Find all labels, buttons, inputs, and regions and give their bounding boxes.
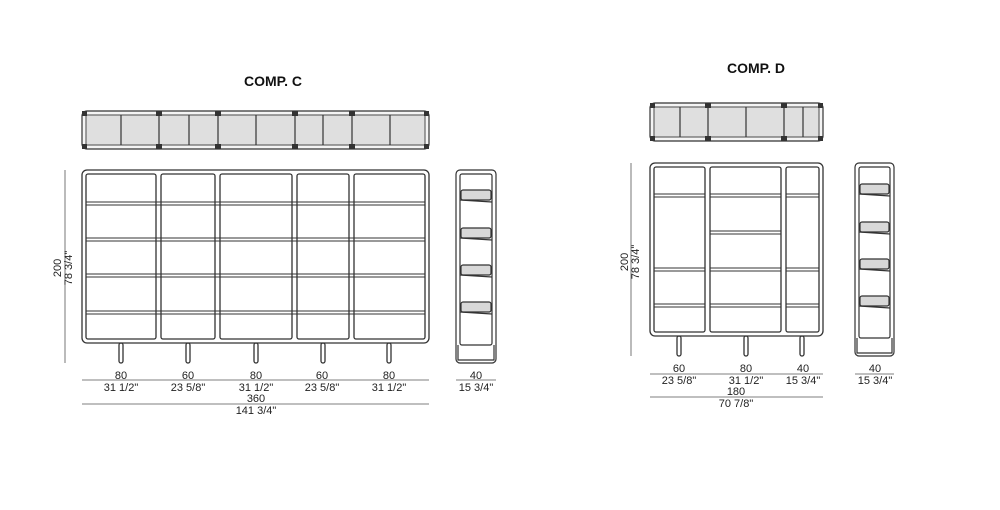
- comp-c-width-in: 31 1/2": [372, 382, 407, 394]
- comp-d-width-cm: 60: [673, 363, 685, 375]
- comp-c-total-in: 141 3/4": [236, 405, 277, 417]
- comp-d-top-view: [649, 102, 824, 142]
- comp-d-total-cm: 180: [727, 386, 745, 398]
- comp-c-title: COMP. C: [244, 73, 302, 89]
- comp-d-title: COMP. D: [727, 60, 785, 76]
- comp-c-width-cm: 80: [115, 370, 127, 382]
- comp-c-height-cm: 200: [52, 259, 64, 277]
- comp-d-width-in: 15 3/4": [786, 375, 821, 387]
- comp-d-width-in: 31 1/2": [729, 375, 764, 387]
- comp-d-depth-cm: 40: [869, 363, 881, 375]
- comp-d-side-view: [854, 162, 895, 357]
- comp-c-depth-cm: 40: [470, 370, 482, 382]
- comp-c-side-view: [455, 169, 497, 364]
- comp-c-width-in: 23 5/8": [171, 382, 206, 394]
- comp-c-width-in: 23 5/8": [305, 382, 340, 394]
- comp-d-height-in: 78 3/4": [630, 245, 642, 280]
- comp-d-total-in: 70 7/8": [719, 398, 754, 410]
- comp-c-front-view: [81, 169, 430, 364]
- comp-c-width-cm: 60: [316, 370, 328, 382]
- comp-c-width-cm: 80: [383, 370, 395, 382]
- comp-c-width-in: 31 1/2": [104, 382, 139, 394]
- comp-d-width-in: 23 5/8": [662, 375, 697, 387]
- comp-c-width-cm: 80: [250, 370, 262, 382]
- comp-d-depth-in: 15 3/4": [858, 375, 893, 387]
- comp-c-width-in: 31 1/2": [239, 382, 274, 394]
- comp-d-front-view: [649, 162, 824, 357]
- comp-c-depth-in: 15 3/4": [459, 382, 494, 394]
- comp-c-width-cm: 60: [182, 370, 194, 382]
- comp-c-height-in: 78 3/4": [63, 251, 75, 286]
- comp-d-width-cm: 40: [797, 363, 809, 375]
- comp-d-height-cm: 200: [619, 253, 631, 271]
- comp-c-top-view: [81, 110, 430, 150]
- comp-d-width-cm: 80: [740, 363, 752, 375]
- comp-c-total-cm: 360: [247, 393, 265, 405]
